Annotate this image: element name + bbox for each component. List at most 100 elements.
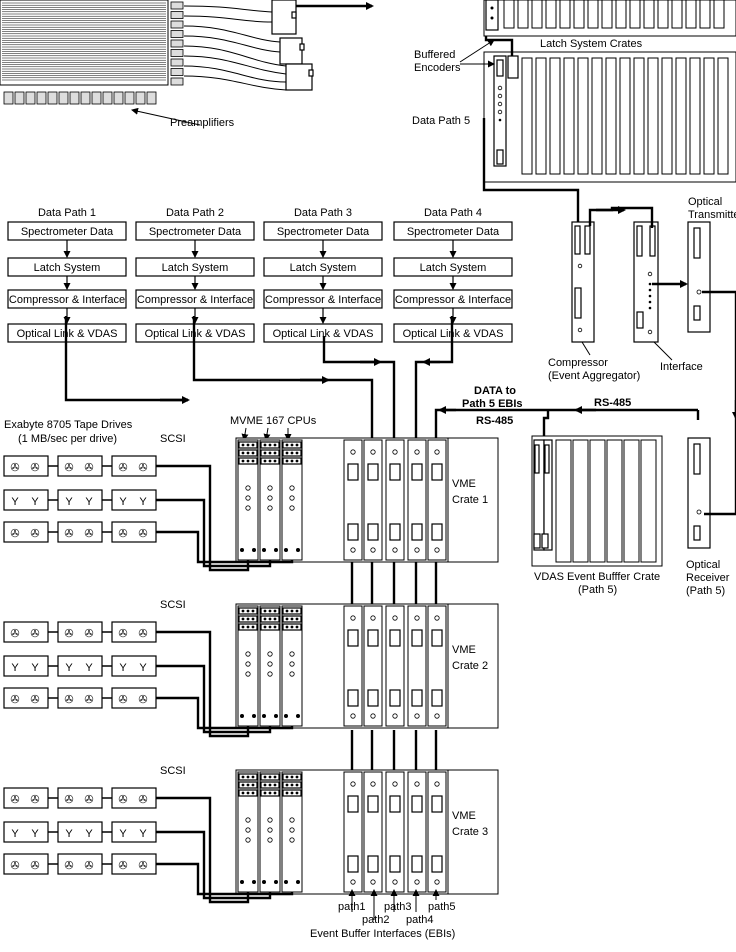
ebi-led xyxy=(350,449,356,455)
cpu-led xyxy=(268,617,272,621)
cpu-led xyxy=(241,783,245,787)
cpu-screw xyxy=(296,548,300,552)
tape-reel-icon: ✇ xyxy=(118,528,127,540)
scsi-cable xyxy=(156,530,294,564)
tape-reel-icon: ✇ xyxy=(64,528,73,540)
cpu-led xyxy=(290,459,294,463)
latch-slot xyxy=(559,0,571,29)
stage-label: Latch System xyxy=(420,262,487,274)
ebi-connector xyxy=(367,629,379,647)
tape-reel-icon: Y xyxy=(65,662,73,674)
cpu-led xyxy=(246,459,250,463)
ebi-led xyxy=(414,615,420,621)
scsi-cable xyxy=(156,862,294,896)
stage-label: Latch System xyxy=(34,262,101,274)
preamp-box xyxy=(58,91,69,105)
detector-array: Preamplifiers xyxy=(0,0,374,129)
vme-crate-name: VME xyxy=(452,810,476,822)
cpu-led xyxy=(251,459,255,463)
tape-reel-icon: ✇ xyxy=(30,528,39,540)
cpu-led xyxy=(251,625,255,629)
ebi-card xyxy=(343,605,363,727)
ebi-card xyxy=(385,771,405,893)
cpu-screw xyxy=(262,548,266,552)
cpu-screw xyxy=(274,714,278,718)
vme-crate-number: Crate 3 xyxy=(452,826,488,838)
ebi-card xyxy=(363,439,383,561)
latch-slot xyxy=(573,0,585,29)
cpu-led xyxy=(263,617,267,621)
tape-reel-icon: ✇ xyxy=(118,628,127,640)
ebi-led xyxy=(434,615,440,621)
preamp-box xyxy=(69,91,80,105)
latch-slot xyxy=(619,57,631,175)
preamp-box xyxy=(170,1,184,10)
data-path-title: Data Path 2 xyxy=(166,207,224,219)
cpu-port xyxy=(245,827,251,833)
preamp-box xyxy=(170,58,184,67)
ebi-card xyxy=(363,605,383,727)
tape-reel-icon: ✇ xyxy=(118,694,127,706)
cpu-led xyxy=(268,791,272,795)
cpu-led xyxy=(268,783,272,787)
ebi-connector xyxy=(411,463,423,481)
cpu-led xyxy=(246,451,250,455)
cpu-led xyxy=(246,443,250,447)
ebi-led xyxy=(392,449,398,455)
ebi-led xyxy=(414,449,420,455)
cpu-led xyxy=(290,609,294,613)
ebi-connector xyxy=(389,463,401,481)
ebi-connector xyxy=(411,523,423,541)
vdas-slot xyxy=(555,439,572,563)
vme-crate-name: VME xyxy=(452,644,476,656)
preamp-box xyxy=(3,91,14,105)
ebi-path5-label: path5 xyxy=(428,901,456,913)
latch-slot xyxy=(633,57,645,175)
preamp-box xyxy=(170,30,184,38)
cpu-led xyxy=(251,775,255,779)
cpu-port xyxy=(289,505,295,511)
cpu-port xyxy=(245,661,251,667)
latch-slots-bottom xyxy=(521,57,729,175)
ebi-led xyxy=(392,547,398,553)
cpu-screw xyxy=(262,880,266,884)
latch-slot xyxy=(587,0,599,29)
preamp-box xyxy=(14,91,25,105)
path5-link: DATA to Path 5 EBIs RS-485 RS-485 xyxy=(462,385,700,440)
ebi-connector xyxy=(431,795,443,813)
latch-slot xyxy=(521,57,533,175)
tape-reel-icon: ✇ xyxy=(30,628,39,640)
latch-slot xyxy=(549,57,561,175)
ebi-connector xyxy=(347,629,359,647)
cpu-led xyxy=(263,625,267,629)
tape-reel-icon: Y xyxy=(31,828,39,840)
latch-slot xyxy=(685,0,697,29)
preamp-cables xyxy=(183,5,287,91)
latch-slot xyxy=(629,0,641,29)
cpu-led xyxy=(290,783,294,787)
tape-reel-icon: Y xyxy=(119,496,127,508)
cpu-screw xyxy=(284,714,288,718)
cpu-led xyxy=(285,791,289,795)
vdas-slot xyxy=(640,439,657,563)
tape-reel-icon: ✇ xyxy=(64,860,73,872)
ebi-led xyxy=(414,781,420,787)
optical-receiver-label-2: Receiver xyxy=(686,572,730,584)
latch-slot xyxy=(689,57,701,175)
vme-crate-number: Crate 1 xyxy=(452,494,488,506)
cpu-led xyxy=(285,451,289,455)
tape-reel-icon: Y xyxy=(85,828,93,840)
cpu-port xyxy=(267,837,273,843)
ebi-led xyxy=(370,449,376,455)
ebi-led xyxy=(350,781,356,787)
tape-reel-icon: ✇ xyxy=(30,462,39,474)
ebi-led xyxy=(392,713,398,719)
cpu-port xyxy=(289,671,295,677)
tape-reel-icon: Y xyxy=(11,496,19,508)
tape-reel-icon: ✇ xyxy=(138,694,147,706)
